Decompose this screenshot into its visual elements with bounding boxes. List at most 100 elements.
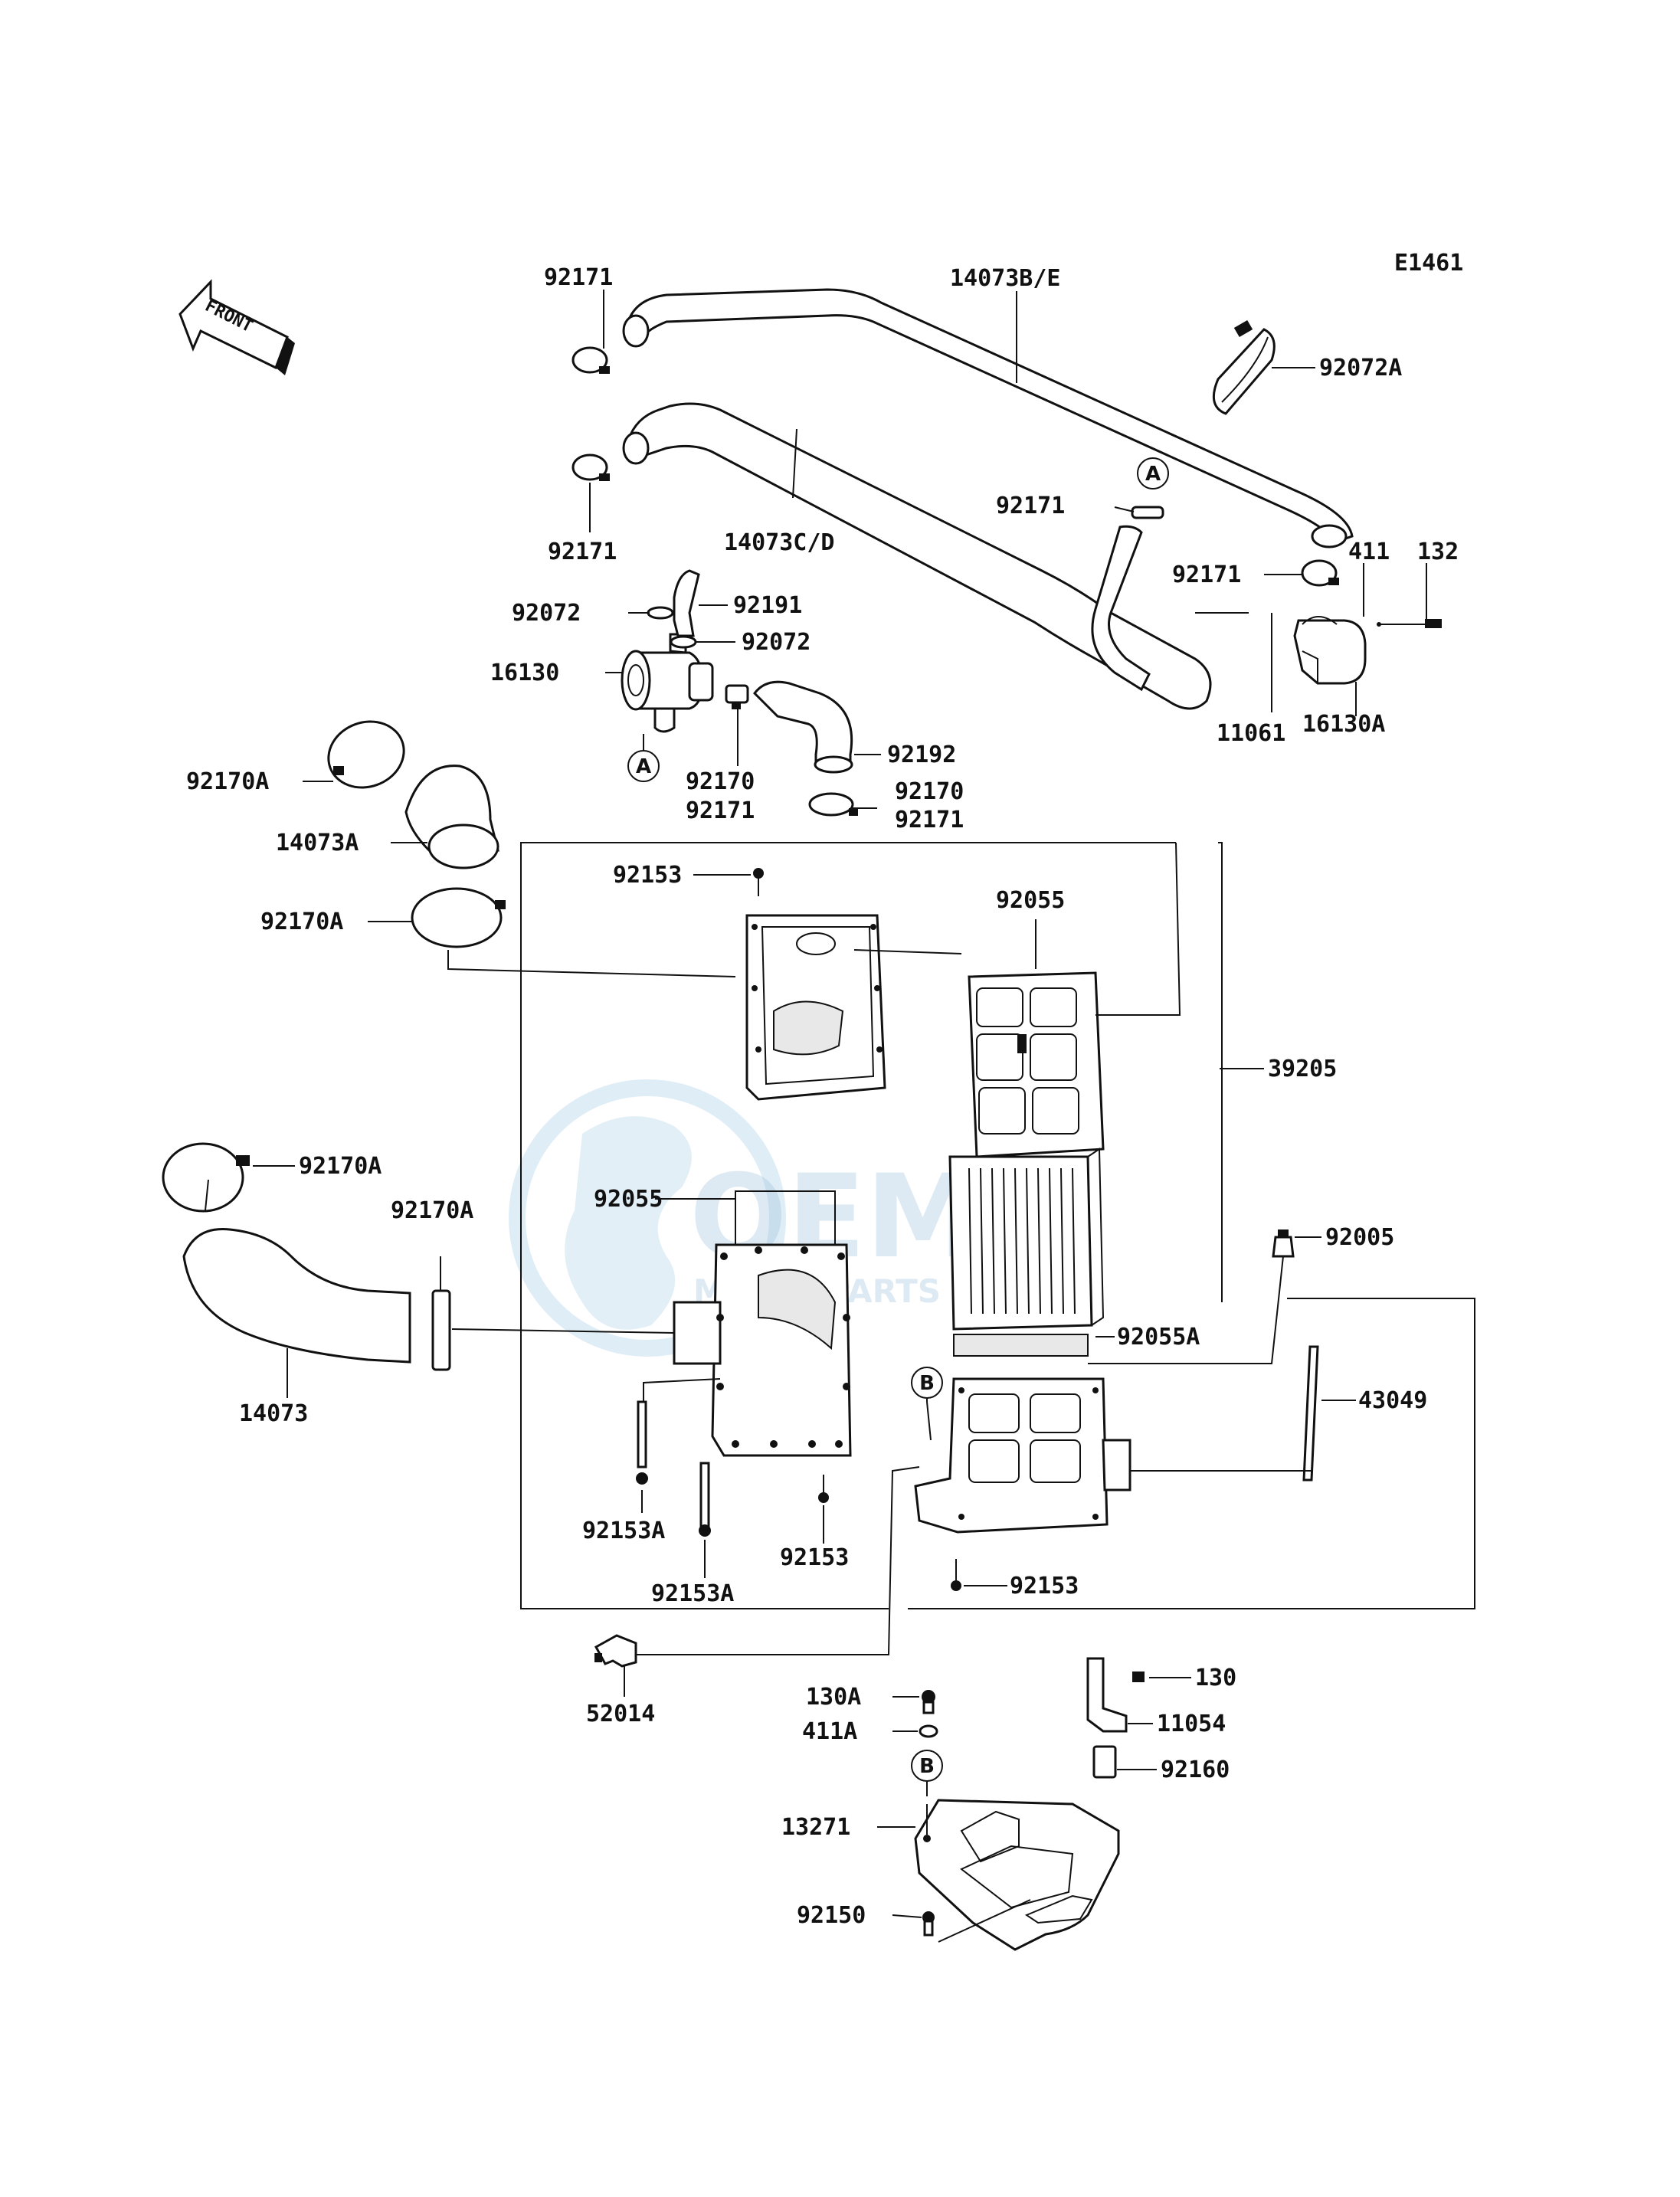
hose-92192 xyxy=(753,680,853,768)
part-label: 92170 xyxy=(686,768,755,795)
bolt-92153-low xyxy=(951,1559,961,1591)
hose-small-a xyxy=(1091,525,1151,692)
ref-a-top: A xyxy=(1137,457,1169,489)
part-label: 16130A xyxy=(1302,711,1385,738)
part-label: 92153A xyxy=(582,1518,665,1544)
part-label: 92072A xyxy=(1319,355,1402,381)
part-label: 14073B/E xyxy=(950,265,1061,292)
cushion-92160 xyxy=(1092,1745,1117,1779)
part-label: 16130 xyxy=(490,660,559,686)
plenum-upper xyxy=(745,914,886,1101)
ref-a-bottom: A xyxy=(627,750,660,782)
rod-43049 xyxy=(1302,1345,1319,1482)
part-label: 92055 xyxy=(594,1186,663,1213)
svg-text:B: B xyxy=(919,1755,935,1778)
clamp-92171-right xyxy=(1301,559,1339,587)
part-label: 92192 xyxy=(887,742,956,768)
housing-lower-right xyxy=(914,1377,1131,1534)
hose-14073be xyxy=(627,288,1354,544)
part-label: 92170A xyxy=(391,1197,473,1224)
part-label: 43049 xyxy=(1358,1387,1427,1414)
bolt-130 xyxy=(1132,1671,1145,1682)
part-label: 92072 xyxy=(742,629,811,656)
bolt-92153-mid xyxy=(818,1475,829,1503)
washer-411a xyxy=(919,1724,938,1738)
housing-lower-left xyxy=(673,1243,852,1457)
hose-14073be-start xyxy=(622,314,650,348)
part-label: 14073A xyxy=(276,830,359,856)
part-label: 92171 xyxy=(686,797,755,824)
intercooler-core xyxy=(948,1148,1105,1331)
svg-text:A: A xyxy=(636,755,651,778)
part-label: 92170 xyxy=(895,778,964,805)
part-label: 13271 xyxy=(781,1814,850,1841)
front-arrow-icon: FRONT xyxy=(178,279,295,375)
clamp-92170a-left xyxy=(162,1142,250,1213)
part-label: 92171 xyxy=(548,539,617,565)
part-label: 92191 xyxy=(733,592,802,619)
valve-16130 xyxy=(621,569,714,733)
part-label: 92055 xyxy=(996,887,1065,914)
part-label: 92171 xyxy=(996,493,1065,519)
cable-tie-92072a xyxy=(1212,319,1276,415)
clamp-92171-mid xyxy=(571,453,610,481)
clamp-92170a-top xyxy=(327,720,405,789)
part-label: 92072 xyxy=(512,600,581,627)
svg-text:B: B xyxy=(919,1372,935,1395)
intercooler-upper xyxy=(968,971,1105,1158)
clamp-92170a-low xyxy=(411,887,506,948)
part-label: 92055A xyxy=(1117,1324,1200,1351)
hose-14073be-end xyxy=(1311,524,1348,548)
part-label: 92171 xyxy=(1172,562,1241,588)
hose-14073cd xyxy=(627,402,1212,710)
part-label: 92160 xyxy=(1161,1757,1230,1783)
part-label: 92005 xyxy=(1325,1224,1394,1251)
part-label: 14073C/D xyxy=(724,529,835,556)
part-label: 411 xyxy=(1348,539,1390,565)
bolt-92153a-b xyxy=(699,1462,711,1537)
part-label: 92171 xyxy=(544,264,613,291)
bolt-130a xyxy=(922,1690,935,1714)
assembly-frame xyxy=(520,612,1475,1609)
part-label: 14073 xyxy=(239,1400,308,1427)
plate-13271 xyxy=(914,1799,1120,1951)
bolt-92153a-a xyxy=(636,1400,648,1485)
elbow-14073 xyxy=(182,1227,411,1364)
clip-92072 xyxy=(647,606,697,649)
part-label: 92170A xyxy=(299,1153,382,1180)
part-label: 92150 xyxy=(797,1902,866,1929)
part-labels: 92171 14073B/E 92072A 92171 14073C/D 921… xyxy=(186,264,1459,1929)
clamp-92170-hose xyxy=(808,792,858,817)
part-label: 92153A xyxy=(651,1580,734,1607)
bolt-92150 xyxy=(922,1911,935,1937)
ref-b-top: B xyxy=(911,1367,943,1399)
part-label: 11061 xyxy=(1217,720,1285,747)
clamp-92171-top xyxy=(571,346,610,374)
part-label: 130 xyxy=(1195,1665,1236,1691)
hose-14073cd-start xyxy=(622,431,650,465)
part-label: 52014 xyxy=(586,1701,655,1727)
part-label: 132 xyxy=(1417,539,1459,565)
part-label: 11054 xyxy=(1157,1711,1226,1737)
diagram-code: E1461 xyxy=(1394,250,1463,277)
gasket-92170a xyxy=(431,1289,451,1371)
part-label: 92153 xyxy=(780,1544,849,1571)
part-label: 92153 xyxy=(1010,1573,1079,1599)
bracket-11054 xyxy=(1086,1657,1128,1733)
bolt-92153-top xyxy=(753,868,764,896)
part-label: 92170A xyxy=(186,768,269,795)
gasket-92055a xyxy=(953,1334,1089,1357)
part-label: 92153 xyxy=(613,862,682,889)
clamp-92171-a xyxy=(1131,506,1164,519)
part-label: 411A xyxy=(802,1718,857,1745)
clamp-92170-small xyxy=(725,684,749,709)
ref-b-bottom: B xyxy=(911,1750,943,1782)
part-label: 92171 xyxy=(895,807,964,833)
part-label: 130A xyxy=(806,1684,861,1711)
fitting-92005 xyxy=(1272,1229,1295,1258)
part-label: 39205 xyxy=(1268,1056,1337,1082)
part-label: 92170A xyxy=(260,909,343,935)
sensor-52014 xyxy=(594,1634,637,1668)
svg-text:A: A xyxy=(1145,463,1161,486)
